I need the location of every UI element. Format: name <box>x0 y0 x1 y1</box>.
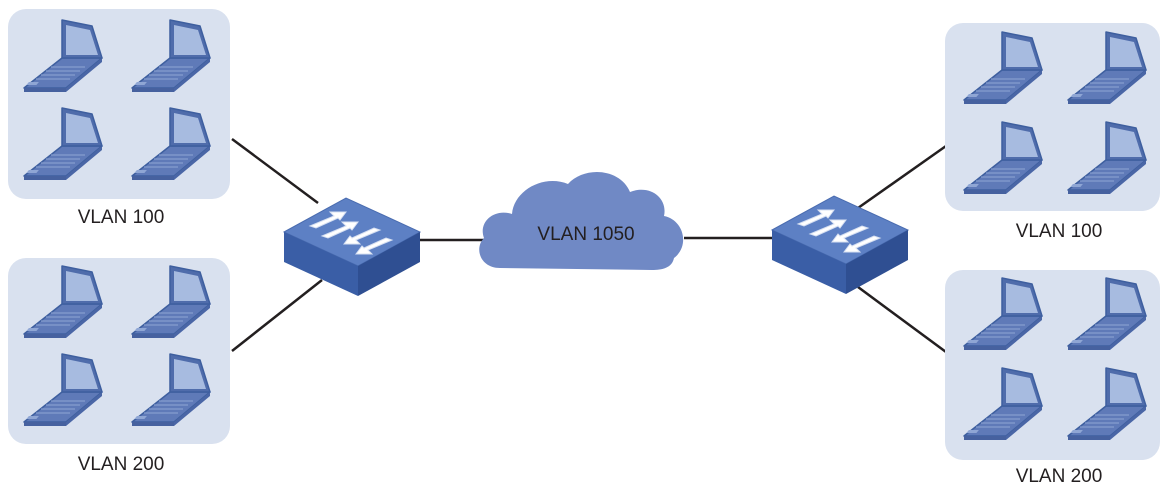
cloud-label: VLAN 1050 <box>537 224 634 245</box>
links <box>231 137 947 354</box>
vlan-group-right-top <box>945 23 1160 211</box>
left-switch-icon <box>283 197 421 297</box>
link-right-top <box>857 144 947 210</box>
vlan-group-right-bottom <box>945 270 1160 460</box>
vlan-label: VLAN 200 <box>78 454 165 475</box>
right-switch-icon <box>771 195 909 295</box>
vlan-label: VLAN 100 <box>78 207 165 228</box>
vlan-label: VLAN 100 <box>1016 221 1103 242</box>
link-left-bottom <box>231 279 323 352</box>
vlan-label: VLAN 200 <box>1016 466 1103 486</box>
vlan-group-left-top <box>8 9 230 199</box>
vlan-group-left-bottom <box>8 258 230 444</box>
cloud-icon <box>479 172 684 270</box>
link-left-top <box>231 137 319 205</box>
link-right-bottom <box>857 285 947 354</box>
